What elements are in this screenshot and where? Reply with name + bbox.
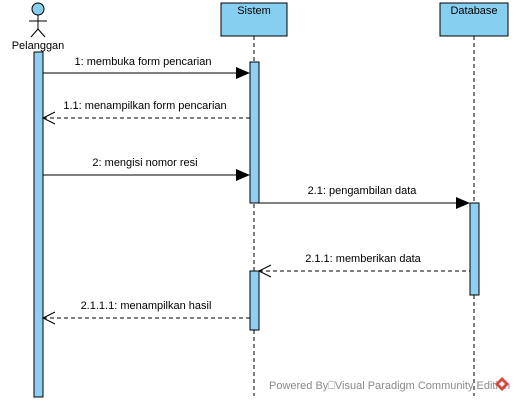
message-4[interactable]: 2.1: pengambilan data [259, 185, 470, 209]
message-3-label: 2: mengisi nomor resi [92, 157, 197, 169]
message-2-arrowhead-icon [41, 111, 56, 125]
participant-database-box [439, 2, 509, 37]
watermark-text: Powered By⎕Visual Paradigm Community Edi… [269, 380, 510, 392]
participant-database-label: Database [450, 5, 497, 17]
activation-pelanggan[interactable] [33, 51, 44, 398]
message-6[interactable]: 2.1.1.1: menampilkan hasil [41, 300, 250, 325]
message-4-label: 2.1: pengambilan data [308, 185, 418, 197]
actor-pelanggan[interactable]: Pelanggan [12, 2, 65, 52]
activation-database[interactable] [469, 202, 480, 296]
actor-left-leg [30, 28, 39, 38]
actor-head-icon [31, 2, 45, 16]
activation-sistem-2[interactable] [249, 270, 260, 331]
message-5-arrowhead-icon [257, 264, 272, 278]
message-5-label: 2.1.1: memberikan data [305, 253, 421, 265]
message-3-arrowhead-icon [236, 169, 250, 181]
message-1-label: 1: membuka form pencarian [75, 56, 212, 68]
participant-sistem[interactable]: Sistem [220, 2, 288, 37]
participant-database[interactable]: Database [439, 2, 509, 37]
message-2-label: 1.1: menampilkan form pencarian [63, 100, 226, 112]
participant-sistem-label: Sistem [237, 5, 271, 17]
activation-sistem-1[interactable] [249, 61, 260, 204]
participant-sistem-box [220, 2, 288, 37]
message-6-arrowhead-icon [41, 311, 56, 325]
message-6-label: 2.1.1.1: menampilkan hasil [81, 300, 212, 312]
message-2[interactable]: 1.1: menampilkan form pencarian [41, 100, 250, 125]
watermark: Powered By⎕Visual Paradigm Community Edi… [269, 377, 510, 392]
actor-label: Pelanggan [12, 40, 65, 52]
message-1-arrowhead-icon [236, 67, 250, 79]
actor-right-leg [37, 28, 46, 38]
message-5[interactable]: 2.1.1: memberikan data [257, 253, 470, 278]
visual-paradigm-logo-icon [495, 377, 509, 391]
message-1[interactable]: 1: membuka form pencarian [43, 56, 250, 79]
message-4-arrowhead-icon [456, 197, 470, 209]
message-3[interactable]: 2: mengisi nomor resi [43, 157, 250, 181]
